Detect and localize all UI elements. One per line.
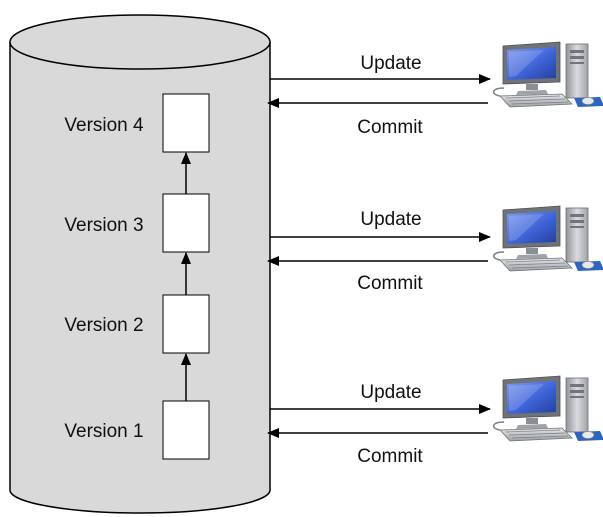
client-1-commit-label: Commit — [357, 117, 423, 138]
version-3: Version 3 — [64, 193, 210, 253]
version-1: Version 1 — [64, 400, 210, 460]
repository-cylinder — [9, 14, 271, 514]
version-4: Version 4 — [64, 93, 210, 153]
version-2-label: Version 2 — [64, 315, 143, 336]
version-1-box — [162, 400, 210, 460]
desktop-computer-icon — [492, 41, 603, 108]
version-3-label: Version 3 — [64, 215, 143, 236]
client-1-update-label: Update — [360, 53, 421, 74]
repository-body — [9, 42, 271, 514]
repository-top — [9, 14, 271, 70]
version-3-box — [162, 193, 210, 253]
desktop-computer-icon — [492, 375, 603, 442]
client-2-commit-label: Commit — [357, 273, 423, 294]
client-3: Update Commit — [267, 375, 603, 467]
version-4-label: Version 4 — [64, 115, 144, 136]
client-1: Update Commit — [267, 41, 603, 138]
client-2: Update Commit — [267, 205, 603, 294]
version-1-label: Version 1 — [64, 421, 143, 442]
client-3-commit-label: Commit — [357, 446, 423, 467]
client-3-update-label: Update — [360, 382, 421, 403]
client-2-update-label: Update — [360, 209, 421, 230]
version-2-box — [162, 294, 210, 354]
desktop-computer-icon — [492, 205, 603, 272]
version-4-box — [162, 93, 210, 153]
